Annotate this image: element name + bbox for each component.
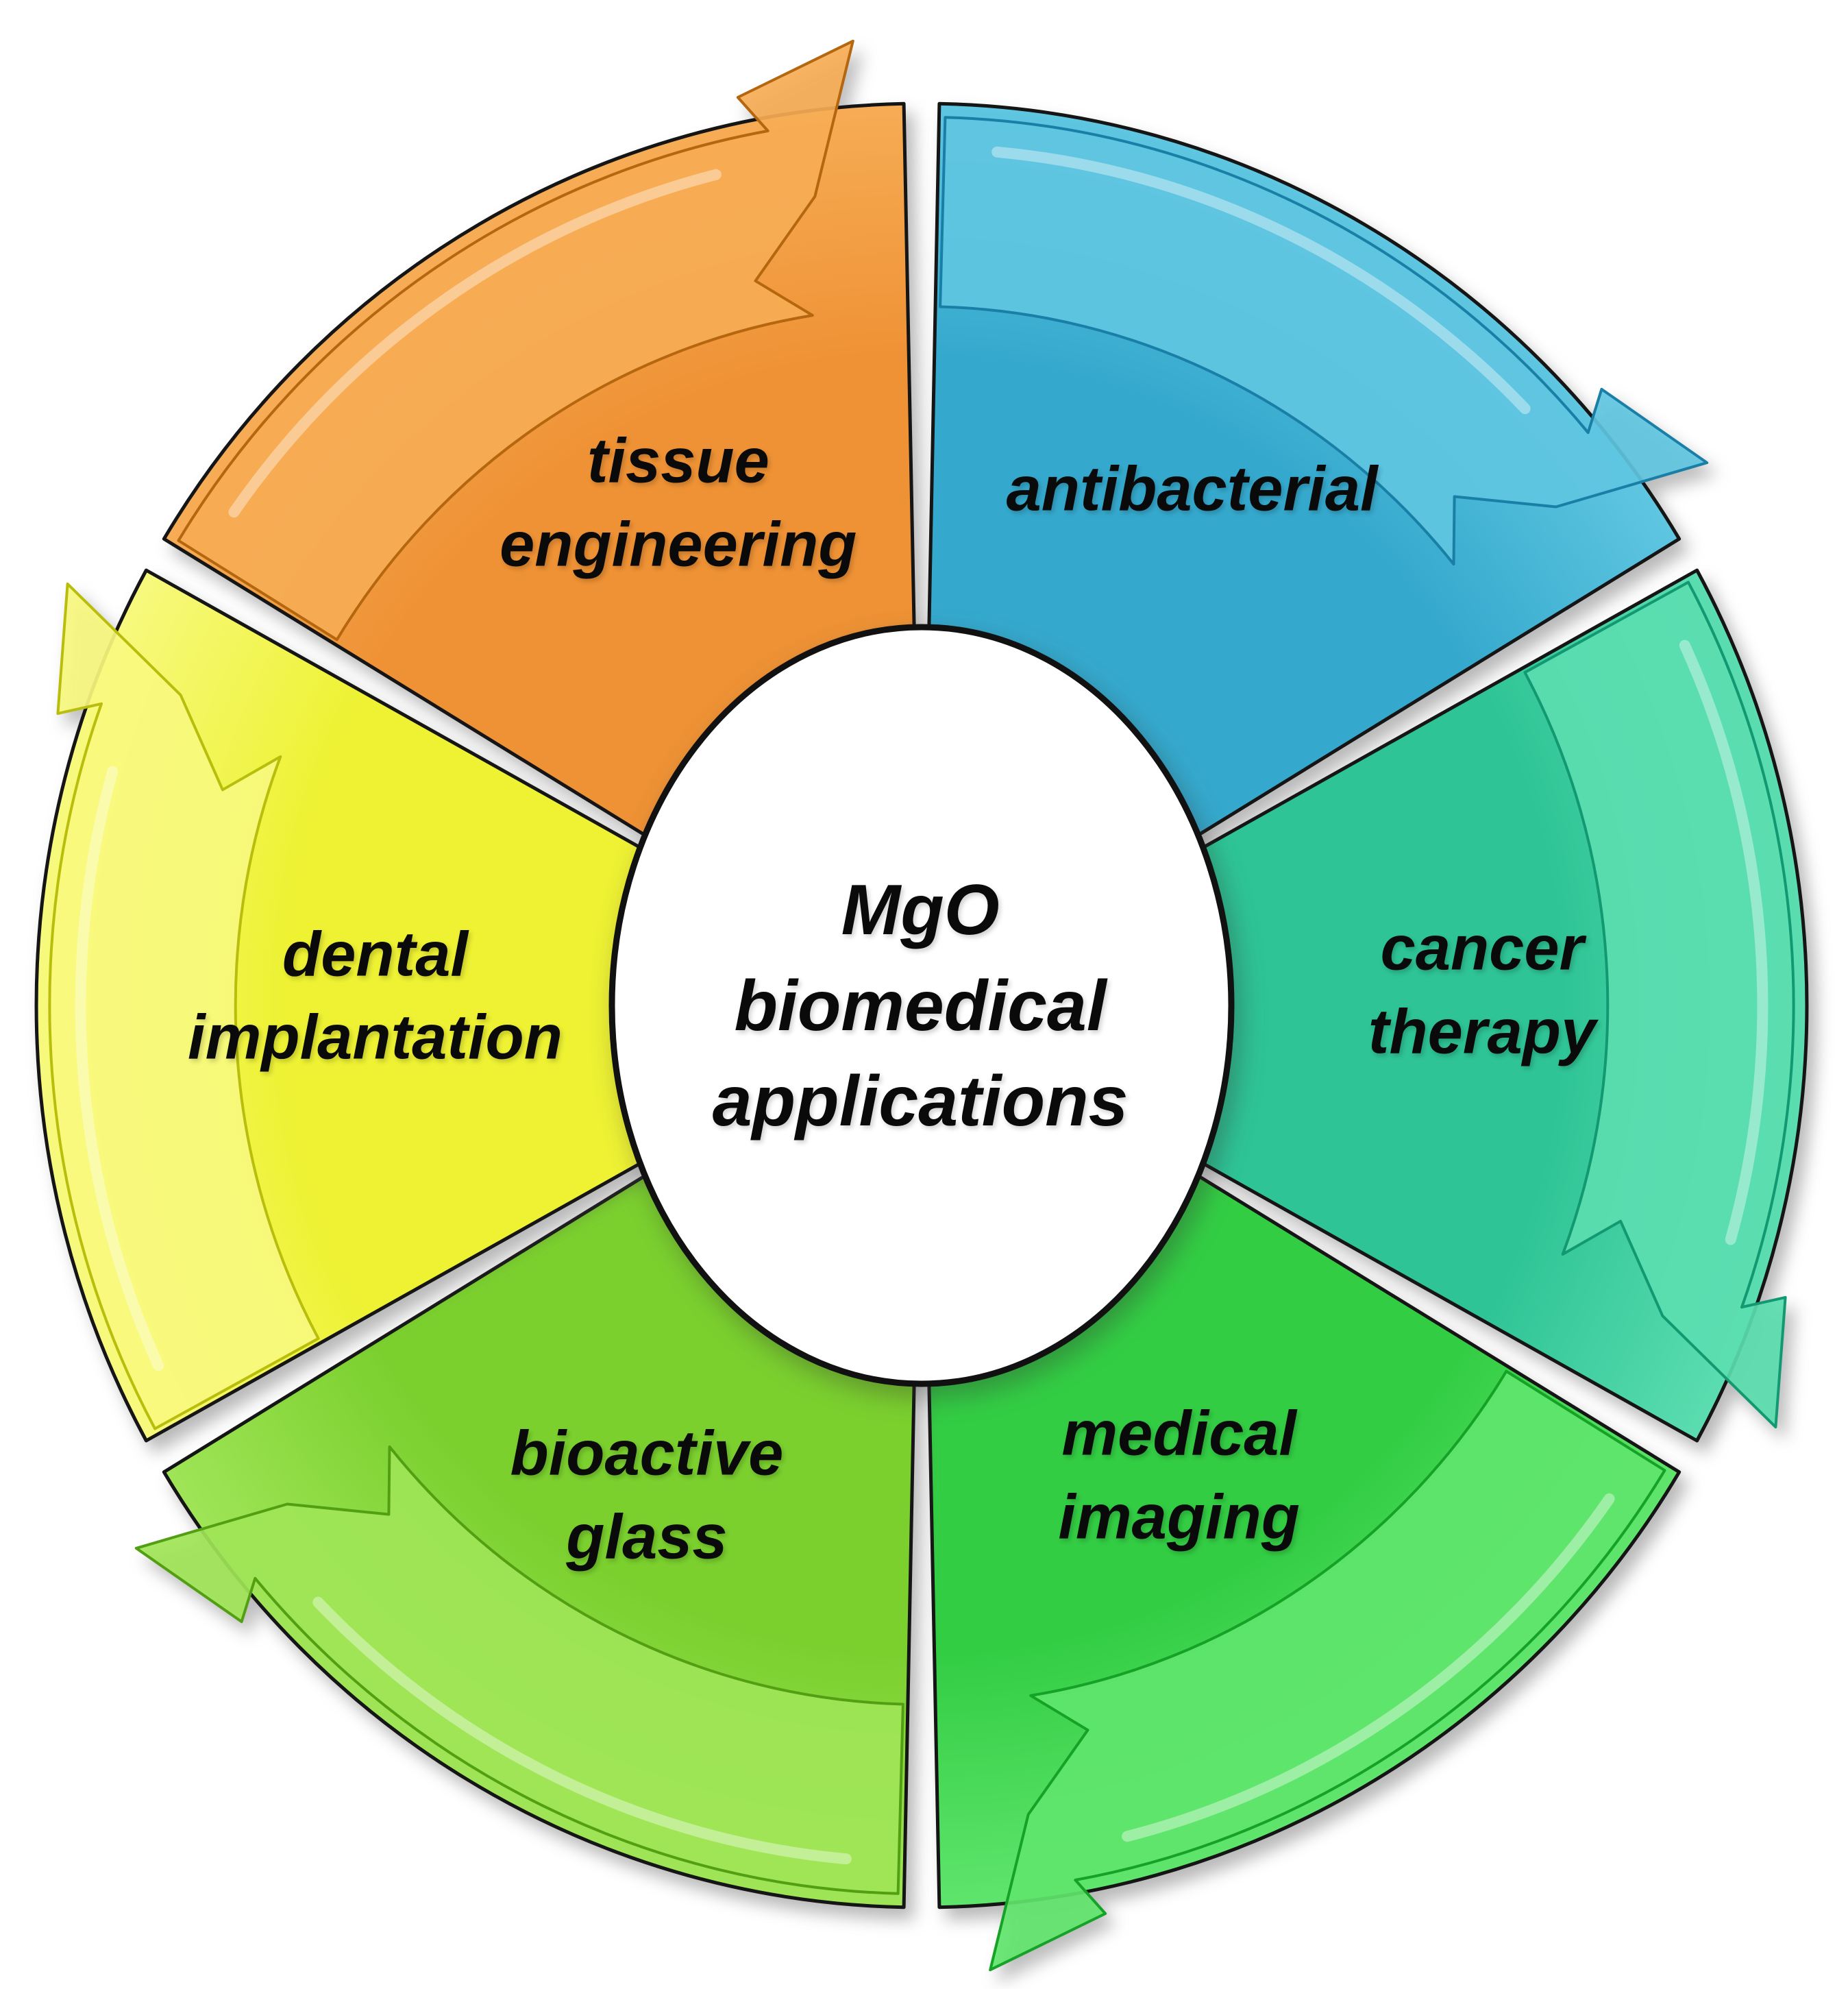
- arrow-gloss-highlight: [312, 1596, 852, 1865]
- center-ellipse: [608, 624, 1235, 1387]
- clockwise-arrow-icon: [48, 582, 320, 1430]
- clockwise-arrow-icon: [177, 39, 854, 642]
- arrow-gloss-highlight: [991, 146, 1531, 415]
- clockwise-arrow-icon: [989, 1369, 1666, 1972]
- arrow-gloss-highlight: [1679, 639, 1769, 1245]
- clockwise-arrow-icon: [134, 1445, 904, 1895]
- clockwise-arrow-icon: [939, 116, 1709, 566]
- segment-dental-implantation: [34, 568, 924, 1443]
- segment-cancer-therapy: [920, 568, 1809, 1443]
- clockwise-arrow-icon: [1523, 581, 1795, 1429]
- arrow-gloss-highlight: [1122, 1493, 1615, 1842]
- arrow-gloss-highlight: [228, 169, 722, 518]
- arrow-gloss-highlight: [75, 766, 164, 1371]
